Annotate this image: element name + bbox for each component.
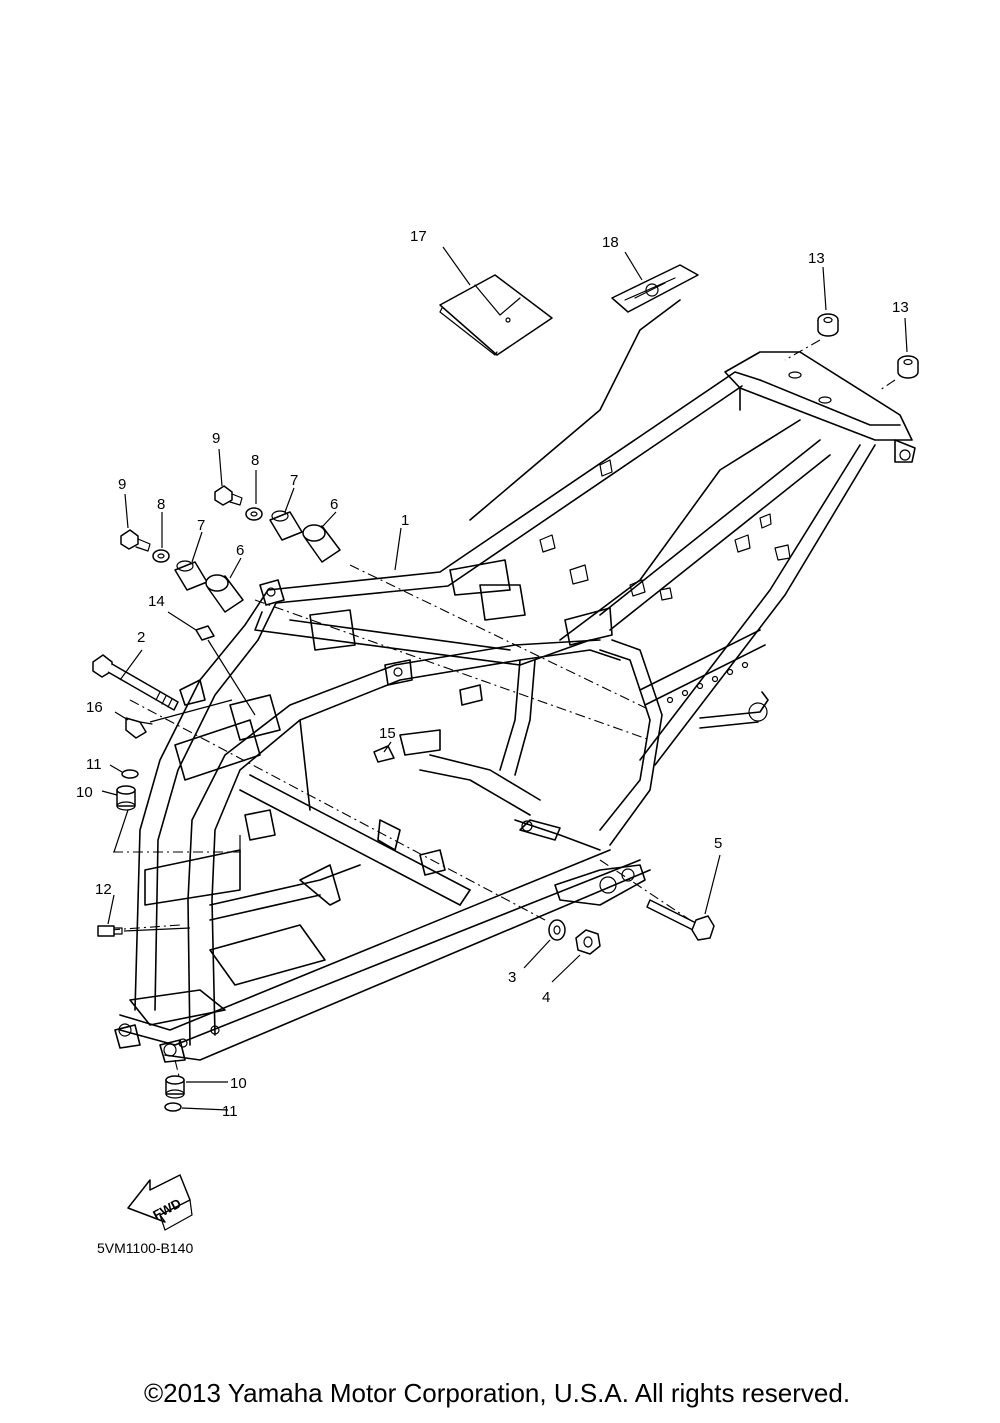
callout-17: 17 [410, 228, 427, 245]
frame-assembly [114, 299, 916, 1063]
callout-9-upper: 9 [212, 430, 220, 447]
copyright-notice: ©2013 Yamaha Motor Corporation, U.S.A. A… [144, 1378, 850, 1408]
callout-13-upper: 13 [808, 250, 825, 267]
part-16-clamp [125, 717, 153, 739]
part-5-pivot-bolt [646, 899, 715, 941]
part-6-damper-lower [205, 574, 244, 613]
centerlines [109, 339, 896, 1081]
part-9-bolt-upper [214, 485, 243, 506]
callout-10-lower: 10 [230, 1075, 247, 1092]
part-13-grommet-lower [897, 355, 919, 379]
part-15-label [373, 745, 395, 763]
part-18-tool-kit [611, 264, 699, 313]
part-2-bolt [92, 654, 179, 711]
callout-labels: 1 2 3 4 5 6 6 7 7 8 8 9 9 10 10 11 11 12… [76, 228, 909, 1120]
callout-4: 4 [542, 989, 550, 1006]
callout-11-lower: 11 [222, 1103, 238, 1120]
part-10-collar-upper [116, 785, 136, 811]
callout-7-upper: 7 [290, 472, 298, 489]
callout-9-lower: 9 [118, 476, 126, 493]
part-17-owners-manual [439, 274, 553, 356]
callout-8-upper: 8 [251, 452, 259, 469]
callout-6-lower: 6 [236, 542, 244, 559]
part-13-grommet-upper [817, 313, 839, 337]
part-7-collar-lower [174, 560, 208, 591]
callout-11-upper: 11 [86, 756, 102, 773]
part-9-bolt-lower [120, 529, 151, 552]
callout-10-upper: 10 [76, 784, 93, 801]
callout-6-upper: 6 [330, 496, 338, 513]
callout-3: 3 [508, 969, 516, 986]
callout-5: 5 [714, 835, 722, 852]
part-10-collar-lower [165, 1075, 185, 1099]
callout-18: 18 [602, 234, 619, 251]
forward-direction-arrow: FWD [127, 1174, 193, 1231]
callout-7-lower: 7 [197, 517, 205, 534]
callout-16: 16 [86, 699, 103, 716]
callout-2: 2 [137, 629, 145, 646]
part-6-damper-upper [302, 524, 341, 563]
leader-lines [101, 246, 908, 1111]
part-11-oring-upper [121, 769, 139, 779]
part-8-washer-upper [245, 507, 263, 521]
part-4-nut [575, 929, 601, 955]
part-11-oring-lower [164, 1102, 182, 1112]
callout-15: 15 [379, 725, 396, 742]
part-14-clip [195, 625, 215, 641]
part-7-collar-upper [269, 510, 303, 541]
callout-14: 14 [148, 593, 165, 610]
part-8-washer-lower [152, 549, 170, 563]
callout-1: 1 [401, 512, 409, 529]
part-3-washer [548, 919, 566, 941]
callout-13-lower: 13 [892, 299, 909, 316]
part-12-screw [97, 925, 123, 937]
callout-8-lower: 8 [157, 496, 165, 513]
diagram-code: 5VM1100-B140 [97, 1240, 193, 1256]
callout-12: 12 [95, 881, 112, 898]
